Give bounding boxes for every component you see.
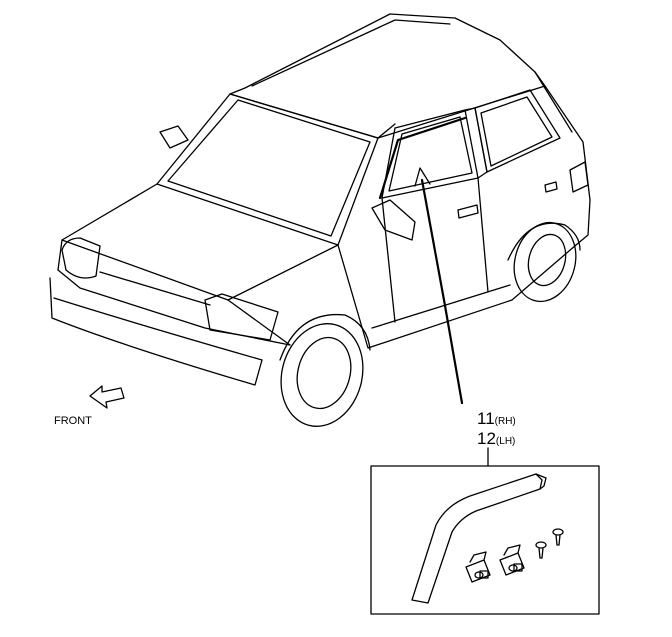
part-number-rh: 11(RH)	[477, 410, 516, 428]
front-label: FRONT	[54, 415, 92, 427]
side-rh: (RH)	[494, 416, 516, 427]
screw-icon	[552, 528, 564, 546]
part-number-11: 11	[477, 409, 495, 428]
side-lh: (LH)	[495, 436, 516, 447]
part-number-lh: 12(LH)	[477, 430, 515, 448]
front-direction-arrow-icon	[89, 385, 125, 409]
screw-icon	[535, 541, 547, 559]
car-illustration	[49, 13, 591, 427]
detail-box	[370, 465, 600, 615]
part-number-12: 12	[477, 429, 496, 448]
clip-icon	[465, 551, 491, 583]
door-visor-part	[411, 473, 543, 604]
clip-icon	[499, 544, 525, 576]
